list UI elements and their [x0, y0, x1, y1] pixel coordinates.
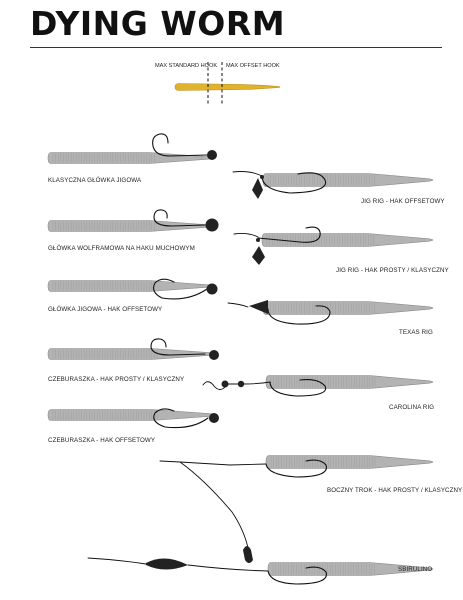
worm-jig-rig-offset-body — [262, 173, 434, 187]
worm-jig-rig-prosty — [261, 233, 434, 247]
texas-rig-bullet-weight — [249, 300, 268, 314]
worm-glowka-offset-ribs — [52, 281, 155, 291]
line-sbirulino-leader — [187, 564, 269, 572]
jig-head-klasyczna — [207, 150, 217, 160]
hook-jig-rig-prosty — [257, 226, 321, 243]
hook-texas-rig — [267, 305, 331, 325]
worm-carolina-rig-ribs — [270, 376, 376, 388]
worm-boczny-trok-ribs — [270, 456, 376, 468]
hook-czeburaszka-offset — [153, 408, 209, 429]
worm-carolina-rig-body — [265, 375, 434, 389]
worm-sbirulino — [267, 562, 434, 576]
worm-jig-rig-offset — [262, 173, 434, 187]
rig-label-jig-rig-prosty: JIG RIG - HAK PROSTY / KLASYCZNY — [336, 267, 449, 274]
worm-klasyczna-glowka-body — [47, 152, 213, 164]
line-jig-rig-prosty — [233, 232, 259, 238]
jig-rig-swivel-prosty — [256, 238, 260, 242]
worm-klasyczna-glowka — [47, 152, 213, 164]
rig-label-carolina-rig: CAROLINA RIG — [389, 404, 435, 411]
hook-klasyczna-glowka — [152, 133, 208, 157]
line-group — [87, 62, 331, 585]
hook-guide-worm — [174, 83, 281, 91]
line-carolina-2 — [243, 381, 271, 385]
rig-label-czeburaszka-offset: CZEBURASZKA - HAK OFFSETOWY — [48, 437, 156, 444]
worm-glowka-wolframowa-ribs — [52, 221, 155, 231]
page-title: DYING WORM — [30, 4, 286, 43]
hook-jig-rig-offset — [261, 172, 327, 194]
rig-label-boczny-trok: BOCZNY TROK - HAK PROSTY / KLASYCZNY — [327, 487, 463, 494]
line-sbirulino-main — [87, 557, 147, 565]
worm-glowka-wolframowa — [47, 220, 213, 232]
boczny-trok-weight — [243, 546, 253, 563]
jig-rig-weight-prosty — [252, 246, 265, 265]
czeburaszka-weight-offset — [209, 413, 219, 423]
max-standard-hook-label: MAX STANDARD HOOK — [155, 63, 218, 69]
line-boczny-trok-leader — [159, 460, 267, 466]
jig-rig-weight-offset — [252, 178, 263, 199]
worm-sbirulino-ribs — [272, 563, 375, 575]
worm-czeburaszka-prosty-ribs — [52, 349, 158, 359]
worm-group — [47, 83, 434, 576]
hook-sbirulino — [267, 566, 327, 585]
worm-czeburaszka-offset-ribs — [52, 410, 158, 420]
line-boczny-trok-drop — [179, 461, 249, 549]
worm-klasyczna-glowka-ribs — [52, 153, 155, 163]
worm-czeburaszka-offset — [47, 409, 217, 421]
jig-rig-swivel-offset — [260, 175, 264, 179]
worm-boczny-trok-body — [265, 455, 434, 469]
worm-texas-rig — [262, 301, 434, 315]
line-carolina-wire — [202, 381, 227, 390]
hook-boczny-trok — [265, 459, 327, 478]
rig-label-glowka-offset: GŁÓWKA JIGOWA - HAK OFFSETOWY — [48, 306, 163, 313]
hook-glowka-wolframowa — [153, 209, 206, 227]
czeburaszka-weight-prosty — [209, 350, 219, 360]
rig-label-glowka-wolframowa: GŁÓWKA WOLFRAMOWA NA HAKU MUCHOWYM — [48, 245, 195, 252]
sbirulino-float — [146, 558, 188, 570]
jig-head-offset — [206, 283, 218, 295]
worm-texas-rig-body — [262, 301, 434, 315]
hook-carolina-rig — [269, 379, 327, 397]
rig-label-sbirulino: SBIRULINO — [398, 566, 433, 573]
worm-boczny-trok — [265, 455, 434, 469]
worm-glowka-offset — [47, 280, 213, 292]
hook-guide-worm-body — [174, 83, 281, 91]
title-divider — [30, 47, 442, 48]
worm-czeburaszka-offset-body — [47, 409, 217, 421]
hook-czeburaszka-prosty — [150, 338, 206, 356]
worm-jig-rig-offset-ribs — [267, 174, 375, 186]
line-jig-rig-offset — [232, 171, 263, 177]
max-offset-hook-label: MAX OFFSET HOOK — [226, 63, 280, 69]
carolina-bead-1 — [221, 380, 229, 388]
rig-label-texas-rig: TEXAS RIG — [399, 329, 433, 336]
rig-label-klasyczna-glowka: KLASYCZNA GŁÓWKA JIGOWA — [48, 177, 142, 184]
carolina-bead-2 — [237, 380, 245, 388]
rig-label-czeburaszka-prosty: CZEBURASZKA - HAK PROSTY / KLASYCZNY — [48, 376, 185, 383]
rig-label-jig-rig-offset: JIG RIG - HAK OFFSETOWY — [361, 198, 445, 205]
line-texas-rig — [227, 302, 249, 308]
worm-glowka-offset-body — [47, 280, 213, 292]
worm-carolina-rig — [265, 375, 434, 389]
hook-glowka-offset — [153, 278, 208, 300]
tungsten-head — [205, 218, 219, 232]
